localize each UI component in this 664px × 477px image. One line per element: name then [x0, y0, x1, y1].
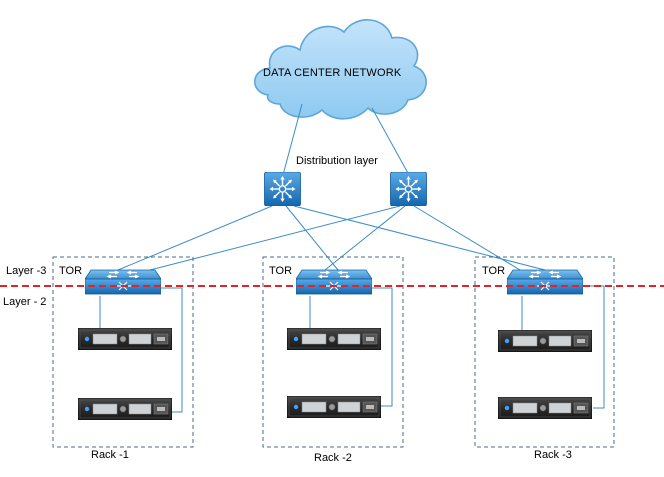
- uplink-lines: [282, 103, 410, 176]
- tor-label: TOR: [59, 265, 83, 277]
- tor-switch-icon: [296, 269, 372, 295]
- rack-label: Rack -3: [534, 449, 572, 461]
- tor-switch-icon: [507, 269, 583, 295]
- server-icon: [287, 328, 381, 350]
- tor-label: TOR: [482, 265, 506, 277]
- rack-3: [474, 256, 615, 448]
- server-icon: [287, 396, 381, 418]
- distribution-layer-label: Distribution layer: [296, 155, 378, 167]
- rack-1: [52, 256, 194, 448]
- rack-label: Rack -2: [314, 452, 352, 464]
- cloud-label: DATA CENTER NETWORK: [263, 67, 402, 79]
- tor-switch-icon: [85, 269, 161, 295]
- distribution-switch-icon: [264, 172, 301, 206]
- data-center-network-cloud: [253, 19, 427, 120]
- tor-label: TOR: [269, 265, 293, 277]
- server-icon: [78, 398, 172, 420]
- rack-2-boundary: [262, 256, 404, 448]
- server-icon: [78, 328, 172, 350]
- layer-3-label: Layer -3: [6, 265, 47, 277]
- layer-2-label: Layer - 2: [3, 296, 47, 308]
- server-icon: [498, 397, 592, 419]
- rack-3-boundary: [474, 256, 615, 448]
- rack-1-boundary: [52, 256, 194, 448]
- rack-label: Rack -1: [91, 449, 129, 461]
- rack-2: [262, 256, 404, 448]
- server-icon: [498, 330, 592, 352]
- distribution-links: [117, 205, 546, 271]
- distribution-switch-icon: [390, 172, 427, 206]
